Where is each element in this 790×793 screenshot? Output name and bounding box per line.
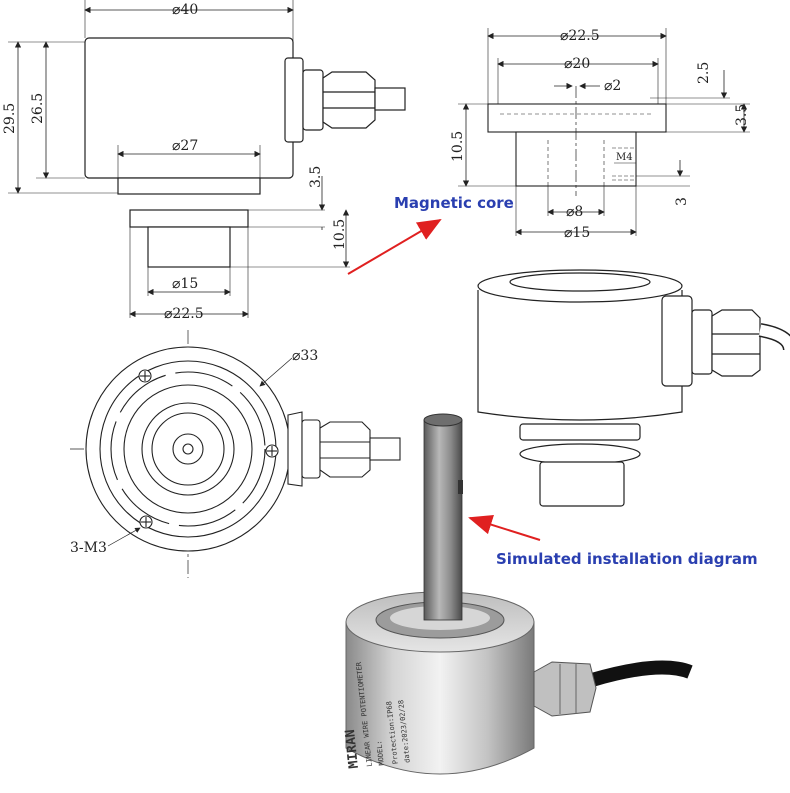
core-profile [129,176,350,318]
dim-body-height: 26.5 [30,93,46,124]
side-view [8,0,406,195]
core-detail-flange-height: 3.5 [734,104,750,126]
core-detail-top-gap: 2.5 [696,62,712,84]
dim-housing-diameter: ⌀40 [172,2,198,18]
magnetic-core-arrow [347,218,442,275]
core-detail-recess-diameter: ⌀20 [564,56,590,72]
core-detail-thread: M4 [616,152,633,163]
dim-overall-height: 29.5 [2,103,18,134]
core-detail-pin-diameter: ⌀2 [604,78,621,94]
core-detail-height: 10.5 [450,131,466,162]
magnetic-core-label: Magnetic core [394,194,514,212]
installation-label: Simulated installation diagram [496,550,758,568]
installation-arrow [468,515,541,541]
photo-brand: MIRAN [343,728,362,769]
dim-core-flange-diameter: ⌀22.5 [164,306,204,322]
dim-mount-holes: 3-M3 [70,540,107,556]
top-view [70,330,401,578]
isometric-view [477,269,790,507]
dim-core-height: 10.5 [332,219,348,250]
dim-core-stem-diameter: ⌀15 [172,276,198,292]
dim-base-diameter: ⌀27 [172,138,198,154]
core-detail [458,28,750,236]
core-detail-flange-diameter: ⌀22.5 [560,28,600,44]
core-detail-bore-diameter: ⌀8 [566,204,583,220]
dim-bolt-circle-diameter: ⌀33 [292,348,318,364]
photo-model: MODEL: [375,740,386,766]
core-detail-thread-depth: 3 [674,197,690,206]
product-photo: MIRAN LINEAR WIRE POTENTIOMETER MODEL: P… [343,413,693,775]
core-detail-stem-diameter: ⌀15 [564,225,590,241]
dim-core-flange-height: 3.5 [308,166,324,188]
